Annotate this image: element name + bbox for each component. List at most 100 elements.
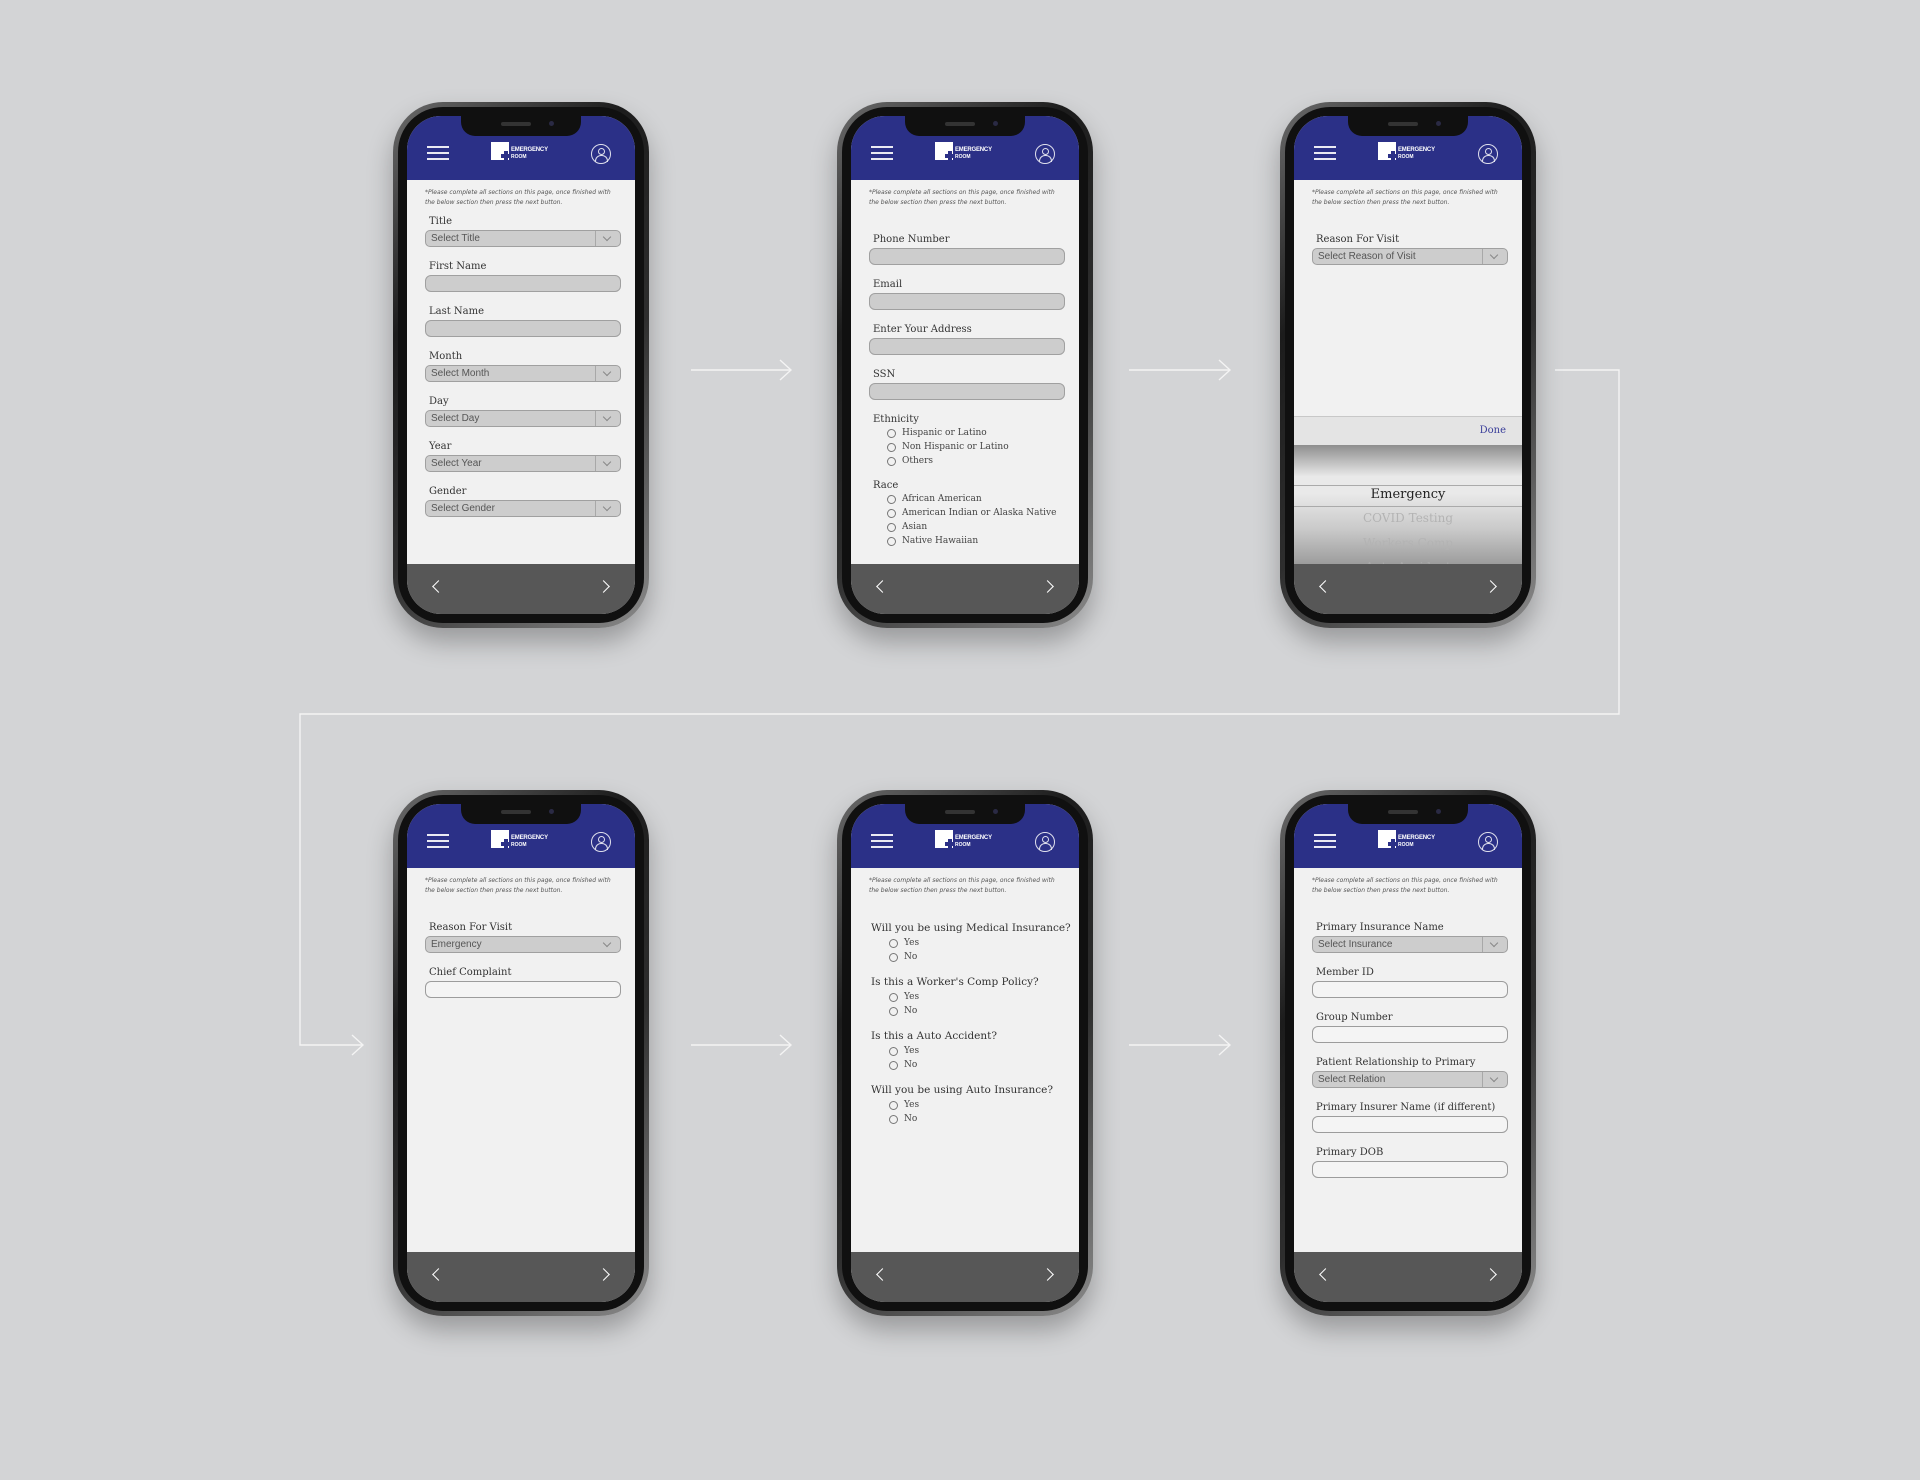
auto-insurance-no[interactable]: No <box>889 1114 1075 1124</box>
radio-button[interactable] <box>889 938 898 948</box>
back-chevron-icon[interactable] <box>1318 1268 1330 1280</box>
workers-comp-yes[interactable]: Yes <box>889 992 1075 1002</box>
medical-insurance-yes[interactable]: Yes <box>889 938 1075 948</box>
auto-accident-no[interactable]: No <box>889 1060 1075 1070</box>
race-option[interactable]: Native Hawaiian <box>887 536 1065 546</box>
picker-option[interactable]: COVID Testing <box>1362 511 1454 525</box>
phone-number-input[interactable] <box>869 248 1065 265</box>
nav-footer <box>407 564 635 614</box>
phone-notch <box>461 804 581 824</box>
picker-option[interactable]: Emergency <box>1370 487 1446 502</box>
ethnicity-label: Ethnicity <box>873 414 919 425</box>
race-label: Race <box>873 480 899 491</box>
radio-button[interactable] <box>889 1060 898 1070</box>
hamburger-menu-icon[interactable] <box>871 834 893 848</box>
done-button[interactable]: Done <box>1479 425 1506 436</box>
ethnicity-option[interactable]: Hispanic or Latino <box>887 428 1065 438</box>
instructions-note: *Please complete all sections on this pa… <box>1312 189 1498 206</box>
month-label: Month <box>429 351 463 362</box>
medical-insurance-no[interactable]: No <box>889 952 1075 962</box>
chevron-down-icon <box>1482 1072 1507 1087</box>
next-chevron-icon[interactable] <box>1043 1268 1055 1280</box>
user-profile-icon[interactable] <box>1478 832 1498 852</box>
picker-option[interactable]: Workers Comp <box>1362 536 1454 550</box>
relationship-select[interactable]: Select Relation <box>1312 1071 1508 1088</box>
race-option[interactable]: Asian <box>887 522 1065 532</box>
radio-button[interactable] <box>889 1114 898 1124</box>
first-name-input[interactable] <box>425 275 621 292</box>
workers-comp-no[interactable]: No <box>889 1006 1075 1016</box>
reason-for-visit-select[interactable]: Select Reason of Visit <box>1312 248 1508 265</box>
last-name-input[interactable] <box>425 320 621 337</box>
radio-button[interactable] <box>887 428 896 438</box>
race-option[interactable]: African American <box>887 494 1065 504</box>
chief-complaint-input[interactable] <box>425 981 621 998</box>
radio-button[interactable] <box>887 494 896 504</box>
reason-for-visit-select[interactable]: Emergency <box>425 936 621 953</box>
day-select[interactable]: Select Day <box>425 410 621 427</box>
address-input[interactable] <box>869 338 1065 355</box>
radio-button[interactable] <box>887 456 896 466</box>
radio-button[interactable] <box>889 992 898 1002</box>
back-chevron-icon[interactable] <box>431 1268 443 1280</box>
back-chevron-icon[interactable] <box>875 1268 887 1280</box>
member-id-input[interactable] <box>1312 981 1508 998</box>
user-profile-icon[interactable] <box>591 144 611 164</box>
hamburger-menu-icon[interactable] <box>427 834 449 848</box>
radio-button[interactable] <box>887 442 896 452</box>
user-profile-icon[interactable] <box>1035 144 1055 164</box>
instructions-note: *Please complete all sections on this pa… <box>425 189 611 206</box>
email-label: Email <box>873 279 903 290</box>
hamburger-menu-icon[interactable] <box>871 146 893 160</box>
next-chevron-icon[interactable] <box>1486 580 1498 592</box>
group-number-input[interactable] <box>1312 1026 1508 1043</box>
month-select[interactable]: Select Month <box>425 365 621 382</box>
next-chevron-icon[interactable] <box>1486 1268 1498 1280</box>
title-select[interactable]: Select Title <box>425 230 621 247</box>
radio-button[interactable] <box>889 1006 898 1016</box>
insurer-name-input[interactable] <box>1312 1116 1508 1133</box>
chevron-down-icon <box>596 937 620 952</box>
gender-select[interactable]: Select Gender <box>425 500 621 517</box>
picker-wheel[interactable]: Emergency COVID Testing Workers Comp Aut… <box>1294 445 1522 574</box>
auto-insurance-yes[interactable]: Yes <box>889 1100 1075 1110</box>
nav-footer <box>1294 1252 1522 1302</box>
back-chevron-icon[interactable] <box>1318 580 1330 592</box>
radio-button[interactable] <box>889 952 898 962</box>
radio-button[interactable] <box>889 1046 898 1056</box>
auto-accident-yes[interactable]: Yes <box>889 1046 1075 1056</box>
hamburger-menu-icon[interactable] <box>1314 146 1336 160</box>
phone-notch <box>905 116 1025 136</box>
insurance-name-select[interactable]: Select Insurance <box>1312 936 1508 953</box>
race-option[interactable]: American Indian or Alaska Native <box>887 508 1065 518</box>
workers-comp-question: Is this a Worker's Comp Policy? <box>871 976 1039 988</box>
ssn-input[interactable] <box>869 383 1065 400</box>
user-profile-icon[interactable] <box>1035 832 1055 852</box>
hamburger-menu-icon[interactable] <box>427 146 449 160</box>
ethnicity-option[interactable]: Others <box>887 456 1065 466</box>
radio-button[interactable] <box>889 1100 898 1110</box>
auto-accident-question: Is this a Auto Accident? <box>871 1030 998 1042</box>
picker-toolbar: Done <box>1294 416 1522 445</box>
radio-button[interactable] <box>887 508 896 518</box>
primary-dob-input[interactable] <box>1312 1161 1508 1178</box>
next-chevron-icon[interactable] <box>1043 580 1055 592</box>
ethnicity-option[interactable]: Non Hispanic or Latino <box>887 442 1065 452</box>
back-chevron-icon[interactable] <box>875 580 887 592</box>
email-input[interactable] <box>869 293 1065 310</box>
hamburger-menu-icon[interactable] <box>1314 834 1336 848</box>
reason-picker[interactable]: Done Emergency COVID Testing Workers Com… <box>1294 416 1522 574</box>
radio-button[interactable] <box>887 536 896 546</box>
radio-button[interactable] <box>887 522 896 532</box>
next-chevron-icon[interactable] <box>599 1268 611 1280</box>
back-chevron-icon[interactable] <box>431 580 443 592</box>
user-profile-icon[interactable] <box>1478 144 1498 164</box>
user-profile-icon[interactable] <box>591 832 611 852</box>
insurance-name-label: Primary Insurance Name <box>1316 922 1444 933</box>
year-select[interactable]: Select Year <box>425 455 621 472</box>
next-chevron-icon[interactable] <box>599 580 611 592</box>
